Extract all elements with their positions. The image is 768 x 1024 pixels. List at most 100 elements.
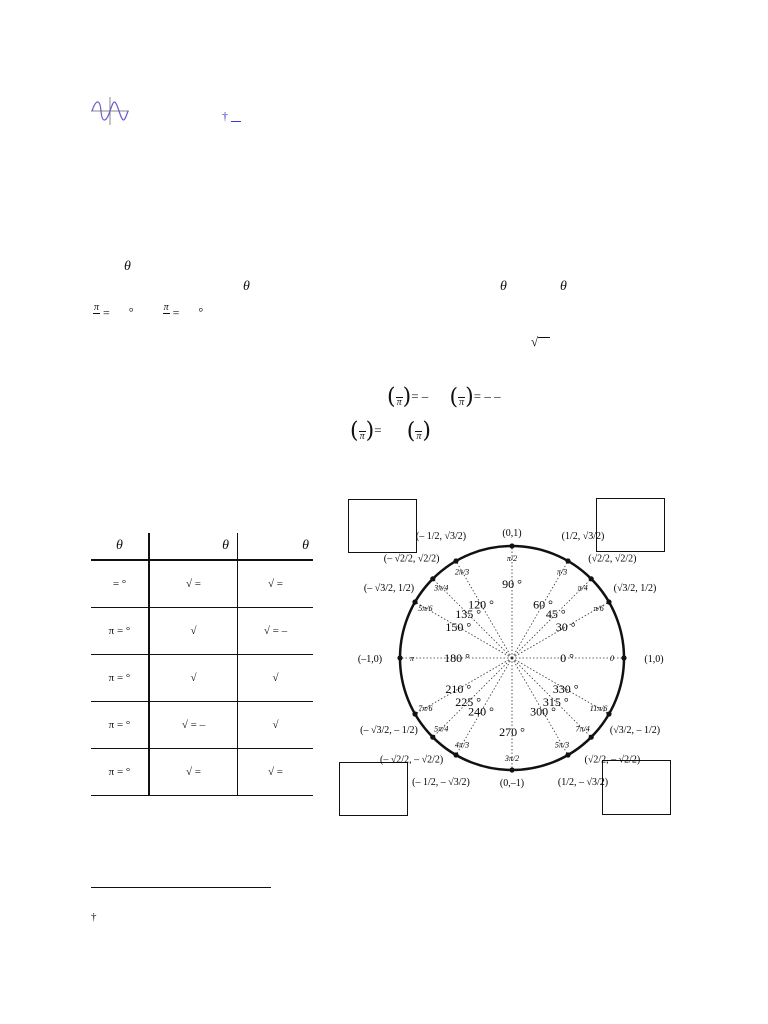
table-cell: = ° bbox=[91, 560, 150, 608]
coordinate-label: (√3/2, – 1/2) bbox=[610, 725, 660, 736]
unit-circle-diagram: 0 °0(1,0)30 °π/6(√3/2, 1/2)45 °π/4(√2/2,… bbox=[358, 528, 664, 789]
formula-line-2: ( π)= ( π) bbox=[350, 418, 431, 444]
radius-line bbox=[432, 578, 513, 659]
table-row: π = ° √ √ bbox=[91, 654, 313, 702]
table-cell: √ bbox=[149, 654, 238, 702]
circle-point bbox=[565, 752, 571, 758]
table-cell: π = ° bbox=[91, 607, 150, 655]
table-row: = ° √ = √ = bbox=[91, 560, 313, 608]
coordinate-label: (0,1) bbox=[502, 528, 521, 539]
degree-label: 240 ° bbox=[468, 705, 494, 719]
degree-label: 90 ° bbox=[502, 577, 522, 591]
radian-label: 5π/3 bbox=[555, 741, 569, 750]
coordinate-label: (–1,0) bbox=[358, 654, 382, 665]
theta-1: θ bbox=[124, 259, 131, 274]
circle-point bbox=[430, 576, 436, 582]
table-header-row: θ θ θ bbox=[91, 533, 313, 561]
table-cell: √ bbox=[237, 654, 313, 702]
pi-equals-line: π = ° π = ° bbox=[93, 302, 204, 320]
radian-label: 3π/4 bbox=[433, 583, 448, 592]
degree-label: 135 ° bbox=[455, 607, 481, 621]
quadrant-box-bottom-left bbox=[339, 762, 408, 816]
degree-label: 150 ° bbox=[445, 620, 471, 634]
formula-line-1: ( π)= – ( π)= – – bbox=[387, 384, 501, 410]
radian-label: π/2 bbox=[507, 554, 517, 563]
circle-point bbox=[412, 711, 418, 717]
circle-point bbox=[430, 734, 436, 740]
coordinate-label: (√2/2, √2/2) bbox=[588, 554, 636, 565]
radian-label: 2π/3 bbox=[455, 567, 469, 576]
sine-wave-logo-icon bbox=[91, 97, 129, 125]
quadrant-box-top-left bbox=[348, 499, 417, 553]
footnote-rule bbox=[91, 887, 271, 888]
coordinate-label: (1/2, √3/2) bbox=[562, 531, 605, 542]
sqrt-fragment: √ bbox=[531, 334, 551, 350]
header-underscore bbox=[231, 111, 241, 122]
coordinate-label: (– √2/2, √2/2) bbox=[384, 554, 440, 565]
radian-label: 11π/6 bbox=[590, 704, 608, 713]
theta-3: θ bbox=[500, 279, 507, 294]
radian-label: π/4 bbox=[578, 583, 588, 592]
degree-label: 300 ° bbox=[530, 705, 556, 719]
degree-label: 180 ° bbox=[444, 651, 470, 665]
table-cell: √ = – bbox=[149, 701, 238, 749]
header-dagger: † bbox=[222, 109, 228, 123]
coordinate-label: (√2/2, – √2/2) bbox=[585, 754, 641, 765]
circle-point bbox=[509, 767, 515, 773]
table-cell: √ = bbox=[237, 748, 313, 796]
theta-2: θ bbox=[243, 279, 250, 294]
radian-label: 3π/2 bbox=[504, 754, 519, 763]
circle-point bbox=[453, 558, 459, 564]
table-cell: √ = bbox=[237, 560, 313, 608]
circle-point bbox=[621, 655, 627, 661]
circle-point bbox=[565, 558, 571, 564]
radian-label: π bbox=[410, 654, 415, 663]
coordinate-label: (– √2/2, – √2/2) bbox=[380, 754, 443, 765]
degree-label: 315 ° bbox=[543, 695, 569, 709]
coordinate-label: (1,0) bbox=[644, 654, 663, 665]
degree-label: 45 ° bbox=[546, 607, 566, 621]
quadrant-box-top-right bbox=[596, 498, 665, 552]
table-header: θ bbox=[149, 533, 238, 561]
table-row: π = ° √ = √ = bbox=[91, 748, 313, 796]
radius-line bbox=[511, 657, 569, 756]
radius-line bbox=[511, 560, 569, 659]
radius-line bbox=[455, 657, 513, 756]
degree-label: 30 ° bbox=[556, 620, 576, 634]
radius-line bbox=[414, 601, 513, 659]
circle-point bbox=[412, 599, 418, 605]
degree-label: 210 ° bbox=[445, 682, 471, 696]
degree-label: 60 ° bbox=[533, 597, 553, 611]
table-cell: √ = bbox=[149, 560, 238, 608]
degree-label: 270 ° bbox=[499, 725, 525, 739]
table-cell: √ bbox=[149, 607, 238, 655]
table-header: θ bbox=[91, 533, 150, 561]
coordinate-label: (√3/2, 1/2) bbox=[614, 583, 657, 594]
theta-4: θ bbox=[560, 279, 567, 294]
table-cell: π = ° bbox=[91, 701, 150, 749]
radian-label: 7π/6 bbox=[418, 704, 432, 713]
degree-label: 0 ° bbox=[560, 651, 574, 665]
table-row: π = ° √ √ = – bbox=[91, 607, 313, 655]
circle-point bbox=[453, 752, 459, 758]
circle-point bbox=[509, 543, 515, 549]
circle-point bbox=[588, 734, 594, 740]
radian-label: 5π/4 bbox=[434, 725, 448, 734]
table-cell: √ bbox=[237, 701, 313, 749]
table-cell: √ = – bbox=[237, 607, 313, 655]
circle-point bbox=[588, 576, 594, 582]
radius-line bbox=[455, 560, 513, 659]
table-header: θ bbox=[237, 533, 313, 561]
radian-label: 7π/4 bbox=[576, 725, 590, 734]
coordinate-label: (– 1/2, – √3/2) bbox=[412, 777, 470, 788]
coordinate-label: (– √3/2, – 1/2) bbox=[360, 725, 418, 736]
coordinate-label: (– √3/2, 1/2) bbox=[364, 583, 414, 594]
degree-label: 225 ° bbox=[455, 695, 481, 709]
radius-line bbox=[511, 657, 610, 715]
radius-line bbox=[511, 578, 592, 659]
table-cell: π = ° bbox=[91, 654, 150, 702]
coordinate-label: (– 1/2, √3/2) bbox=[416, 531, 466, 542]
quadrant-box-bottom-right bbox=[602, 760, 671, 815]
radius-line bbox=[414, 657, 513, 715]
degree-label: 120 ° bbox=[468, 597, 494, 611]
